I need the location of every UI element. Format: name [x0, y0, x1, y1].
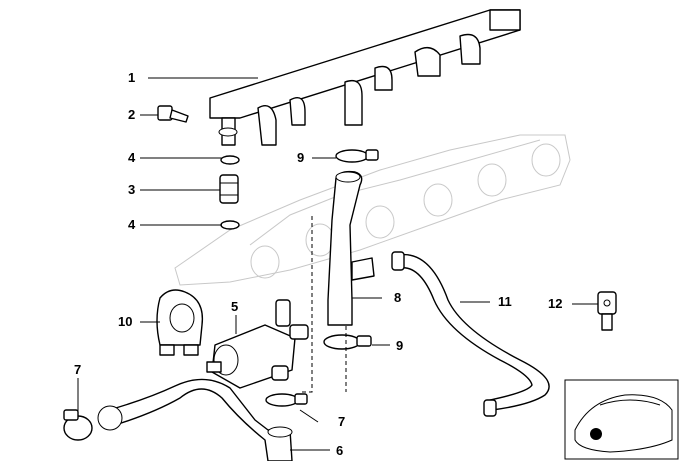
- callout-1: 1: [128, 70, 135, 85]
- callout-4-upper: 4: [128, 150, 136, 165]
- fuel-rail: [209, 9, 521, 146]
- callout-12: 12: [548, 296, 562, 311]
- air-hose: [97, 378, 293, 461]
- location-marker-icon: [590, 428, 602, 440]
- callout-2: 2: [128, 107, 135, 122]
- callout-8: 8: [394, 290, 401, 305]
- vacuum-hose: [391, 251, 550, 417]
- callout-11: 11: [498, 294, 512, 309]
- callout-9-lower: 9: [396, 338, 403, 353]
- t-hose: [327, 170, 375, 326]
- hose-clamp-upper: [335, 149, 379, 163]
- clip: [597, 291, 617, 331]
- idle-control-valve: [206, 299, 309, 389]
- o-ring-lower: [220, 220, 240, 230]
- callout-7-left: 7: [74, 362, 81, 377]
- connector-sleeve: [219, 174, 239, 204]
- vehicle-location-thumbnail: [564, 379, 679, 460]
- callout-3: 3: [128, 182, 135, 197]
- o-ring-upper: [220, 155, 240, 165]
- hose-clamp-left: [63, 409, 93, 441]
- bolt: [157, 105, 189, 123]
- callout-7-right: 7: [338, 414, 345, 429]
- callout-9-upper: 9: [297, 150, 304, 165]
- callout-5: 5: [231, 299, 238, 314]
- hose-clamp-lower: [323, 334, 372, 350]
- callout-10: 10: [118, 314, 132, 329]
- callout-6: 6: [336, 443, 343, 458]
- bracket: [156, 289, 204, 356]
- hose-clamp-right: [265, 393, 308, 407]
- callout-4-lower: 4: [128, 217, 136, 232]
